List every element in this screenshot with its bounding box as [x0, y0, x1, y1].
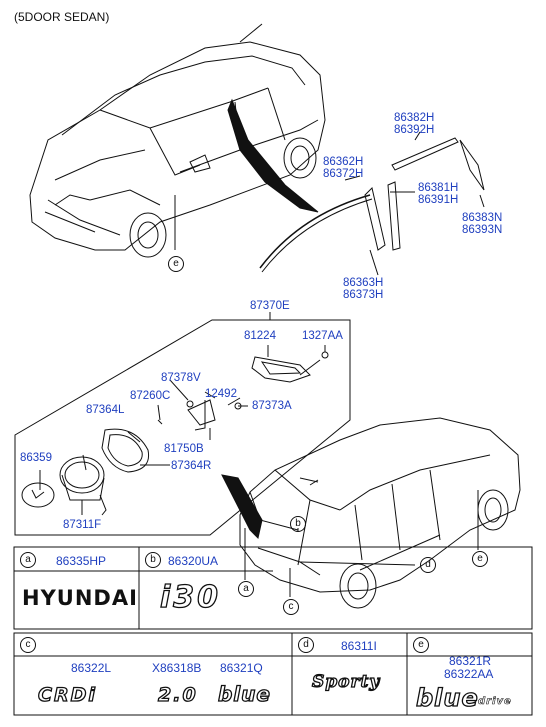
callout-a: a	[238, 581, 254, 597]
callout-e-front: e	[168, 256, 184, 272]
part-87364R: 87364R	[171, 460, 212, 472]
badge-crdi: CRDi	[37, 683, 97, 706]
table-part-86320UA: 86320UA	[168, 554, 219, 568]
table-part-86321R: 86321R	[449, 654, 492, 668]
part-86382H: 86382H	[394, 112, 435, 124]
callout-b: b	[290, 516, 306, 532]
part-1327AA: 1327AA	[302, 330, 343, 342]
table-part-86335HP: 86335HP	[56, 554, 107, 568]
table-part-86311I: 86311I	[341, 639, 377, 653]
diagram-title: (5DOOR SEDAN)	[14, 10, 110, 24]
badge-2-0: 2.0	[157, 683, 198, 706]
badge-i30: i30	[159, 579, 222, 615]
part-86373H: 86373H	[343, 289, 384, 301]
part-87373A: 87373A	[252, 400, 292, 412]
table-letter-e: e	[413, 637, 429, 653]
table-part-86322AA: 86322AA	[444, 667, 494, 681]
table-letter-a: a	[20, 552, 36, 568]
table-part-86322L: 86322L	[71, 661, 112, 675]
badge-hyundai: HYUNDAI	[22, 586, 138, 610]
callout-c: c	[283, 599, 299, 615]
part-87364L: 87364L	[86, 404, 125, 416]
badge-blue: blue	[217, 681, 271, 706]
part-86383N: 86383N	[462, 212, 503, 224]
part-86363H: 86363H	[343, 277, 384, 289]
part-86393N: 86393N	[462, 224, 503, 236]
part-86391H: 86391H	[418, 194, 459, 206]
part-86362H: 86362H	[323, 156, 364, 168]
part-86381H: 86381H	[418, 182, 459, 194]
front-car-drawing	[29, 23, 326, 258]
part-87378V: 87378V	[161, 372, 201, 384]
part-87370E: 87370E	[250, 300, 290, 312]
part-81750B: 81750B	[164, 443, 204, 455]
part-12492: 12492	[205, 388, 237, 400]
table-part-86321Q: 86321Q	[220, 661, 263, 675]
table-letter-b: b	[145, 552, 161, 568]
badge-blue-drive: blue	[415, 683, 479, 712]
part-87311F: 87311F	[63, 519, 102, 531]
badge-drive: drive	[478, 696, 512, 708]
callout-e-rear: e	[472, 551, 488, 567]
callout-d: d	[420, 557, 436, 573]
part-81224: 81224	[244, 330, 276, 342]
part-86359: 86359	[20, 452, 52, 464]
table-part-X86318B: X86318B	[152, 661, 202, 675]
badge-sporty: Sporty	[311, 671, 381, 692]
part-87260C: 87260C	[130, 390, 171, 402]
table-letter-d: d	[298, 637, 314, 653]
part-86392H: 86392H	[394, 124, 435, 136]
table-letter-c: c	[20, 637, 36, 653]
part-86372H: 86372H	[323, 168, 364, 180]
